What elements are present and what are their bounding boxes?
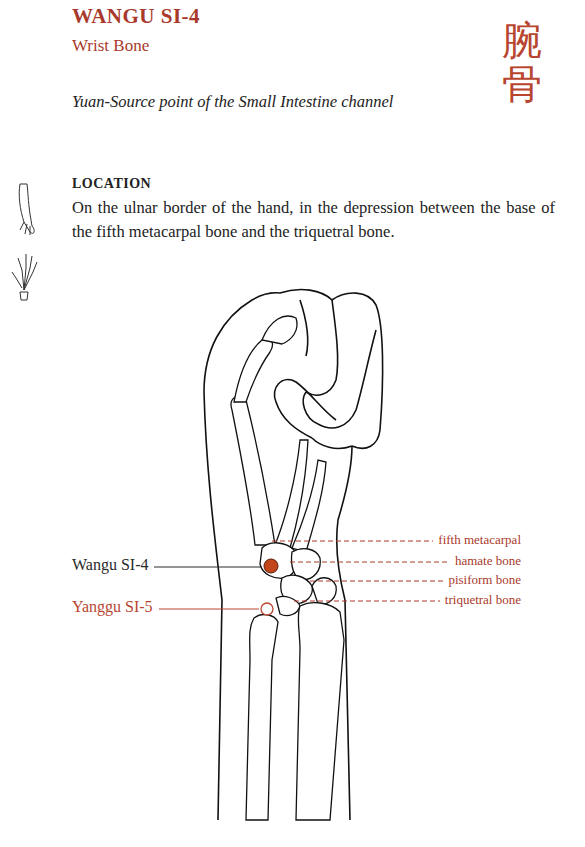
- point-marker: [264, 559, 278, 573]
- point-label: Yanggu SI-5: [72, 598, 153, 616]
- point-label: Wangu SI-4: [72, 556, 148, 574]
- bone-label: pisiform bone: [448, 572, 521, 588]
- bone-label: triquetral bone: [445, 592, 521, 608]
- bone-drawing: [231, 316, 344, 820]
- location-text: On the ulnar border of the hand, in the …: [72, 196, 555, 244]
- leader-line: [294, 601, 440, 602]
- point-category: Yuan-Source point of the Small Intestine…: [72, 90, 472, 114]
- section-heading: LOCATION: [72, 176, 151, 192]
- bone-label: hamate bone: [455, 553, 521, 569]
- chinese-name: 腕骨: [502, 18, 542, 106]
- subtitle: Wrist Bone: [72, 36, 149, 56]
- leader-dashed: [272, 541, 450, 601]
- point-marker: [261, 603, 273, 615]
- leader-line: [310, 581, 443, 582]
- leader-line: [159, 609, 259, 610]
- leader-line: [154, 567, 262, 568]
- leader-line: [290, 562, 450, 563]
- arm-icon: [19, 184, 34, 235]
- bone-label: fifth metacarpal: [438, 532, 521, 548]
- leader-line: [272, 541, 433, 542]
- hand-icon: [12, 254, 37, 300]
- hand-outline: [204, 289, 383, 820]
- page-title: WANGU SI-4: [72, 4, 200, 29]
